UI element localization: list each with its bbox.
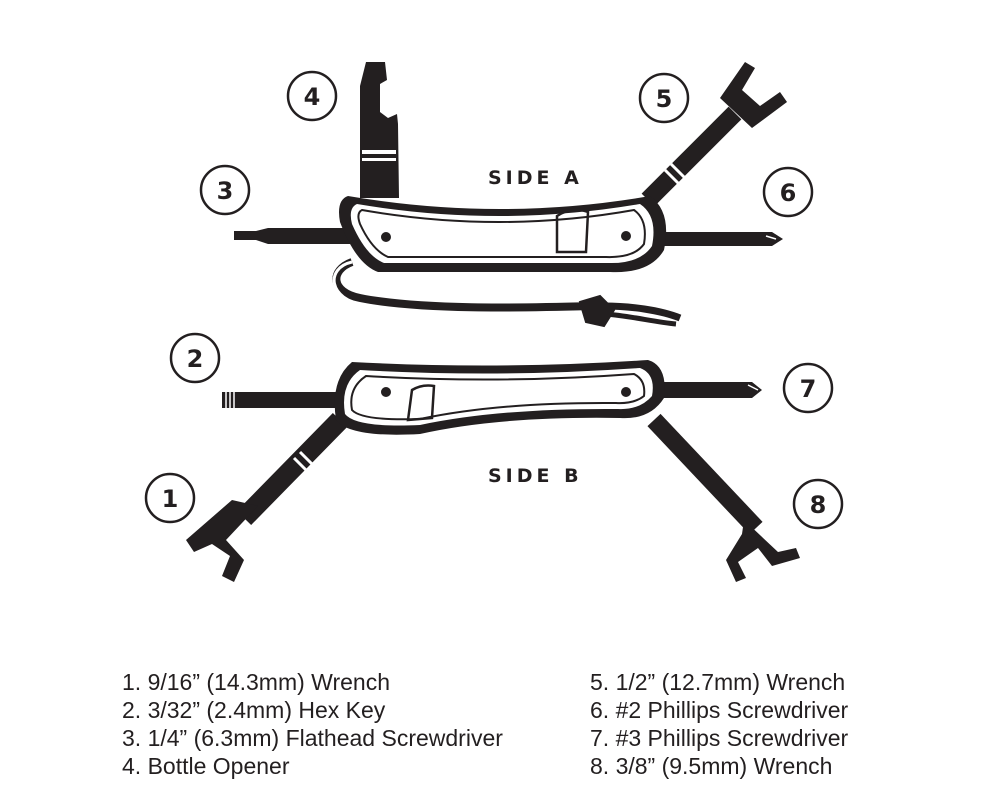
callout-7: 7	[782, 362, 834, 414]
screw-icon	[621, 231, 631, 241]
callout-6-number: 6	[780, 179, 797, 207]
screw-icon	[621, 387, 631, 397]
callout-8-number: 8	[810, 491, 827, 519]
side-a-label: SIDE A	[488, 167, 583, 189]
lanyard-cord	[332, 258, 682, 328]
hex-key-tool	[222, 392, 350, 408]
callout-2-number: 2	[187, 345, 204, 373]
legend-item-7: 7. #3 Phillips Screwdriver	[590, 725, 849, 751]
callout-7-number: 7	[800, 375, 817, 403]
legend-item-3: 3. 1/4” (6.3mm) Flathead Screwdriver	[122, 725, 503, 751]
callout-1: 1	[144, 472, 196, 524]
screw-icon	[381, 387, 391, 397]
side-a-handle	[339, 196, 667, 273]
phillips-2-screwdriver-tool	[650, 232, 783, 246]
side-b-label: SIDE B	[488, 465, 583, 487]
legend-item-6: 6. #2 Phillips Screwdriver	[590, 697, 849, 723]
legend-item-8: 8. 3/8” (9.5mm) Wrench	[590, 753, 833, 779]
wrench-9-16-inch-tool	[186, 413, 348, 582]
legend-item-4: 4. Bottle Opener	[122, 753, 290, 779]
bottle-opener-tool	[360, 62, 399, 198]
callout-3: 3	[199, 164, 251, 216]
callout-4-number: 4	[304, 83, 321, 111]
wrench-3-8-inch-tool	[647, 413, 800, 582]
wrench-half-inch-tool	[641, 62, 787, 207]
callout-6: 6	[762, 166, 814, 218]
screw-icon	[381, 232, 391, 242]
side-b-handle	[334, 360, 665, 435]
legend-left-column: 1. 9/16” (14.3mm) Wrench 2. 3/32” (2.4mm…	[122, 668, 503, 780]
callout-5-number: 5	[656, 85, 673, 113]
legend-right-column: 5. 1/2” (12.7mm) Wrench 6. #2 Phillips S…	[590, 668, 848, 780]
callout-5: 5	[638, 72, 690, 124]
flathead-screwdriver-tool	[234, 228, 350, 244]
callout-8: 8	[792, 478, 844, 530]
phillips-3-screwdriver-tool	[650, 382, 762, 398]
multitool-diagram: SIDE A SIDE B 1 2 3 4 5 6 7 8	[144, 62, 844, 582]
legend-item-5: 5. 1/2” (12.7mm) Wrench	[590, 669, 846, 695]
callout-3-number: 3	[217, 177, 234, 205]
callout-1-number: 1	[162, 485, 179, 513]
legend-item-2: 2. 3/32” (2.4mm) Hex Key	[122, 697, 386, 723]
callout-2: 2	[169, 332, 221, 384]
legend-item-1: 1. 9/16” (14.3mm) Wrench	[122, 669, 391, 695]
callout-4: 4	[286, 70, 338, 122]
